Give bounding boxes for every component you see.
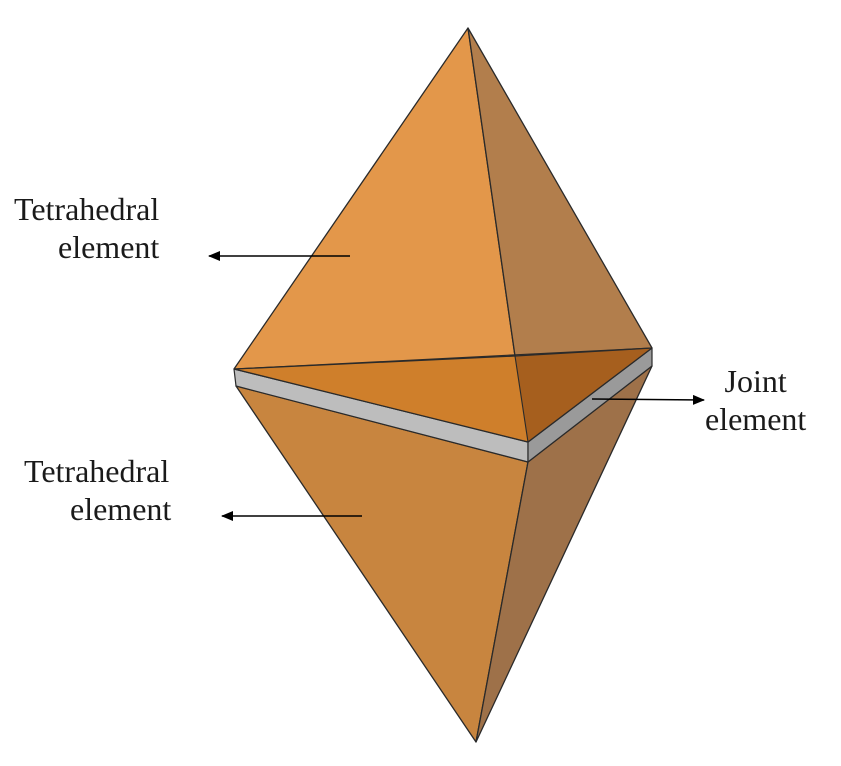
label-upper-line2: element <box>58 229 160 265</box>
upper-tetrahedron <box>233 27 653 443</box>
label-joint-line2: element <box>705 401 807 437</box>
label-lower-line1: Tetrahedral <box>24 453 170 489</box>
label-joint-element: Joint element <box>705 362 806 438</box>
callout-arrows <box>208 251 705 521</box>
lower-tetrahedron <box>235 365 653 743</box>
label-upper-line1: Tetrahedral <box>14 191 160 227</box>
upper-tetra-right-face <box>467 27 653 357</box>
label-lower-line2: element <box>70 491 172 527</box>
hidden-edge-back <box>233 347 653 370</box>
label-lower-tetrahedral-element: Tetrahedral element <box>24 452 171 528</box>
arrow-joint-element <box>591 394 705 405</box>
upper-tetra-left-face <box>233 27 516 370</box>
hidden-edge-apex <box>514 355 529 443</box>
upper-tetra-front-edges <box>233 347 653 443</box>
upper-tetra-bottom-face-shade <box>515 348 652 442</box>
label-upper-tetrahedral-element: Tetrahedral element <box>14 190 159 266</box>
label-joint-line1: Joint <box>724 363 787 399</box>
